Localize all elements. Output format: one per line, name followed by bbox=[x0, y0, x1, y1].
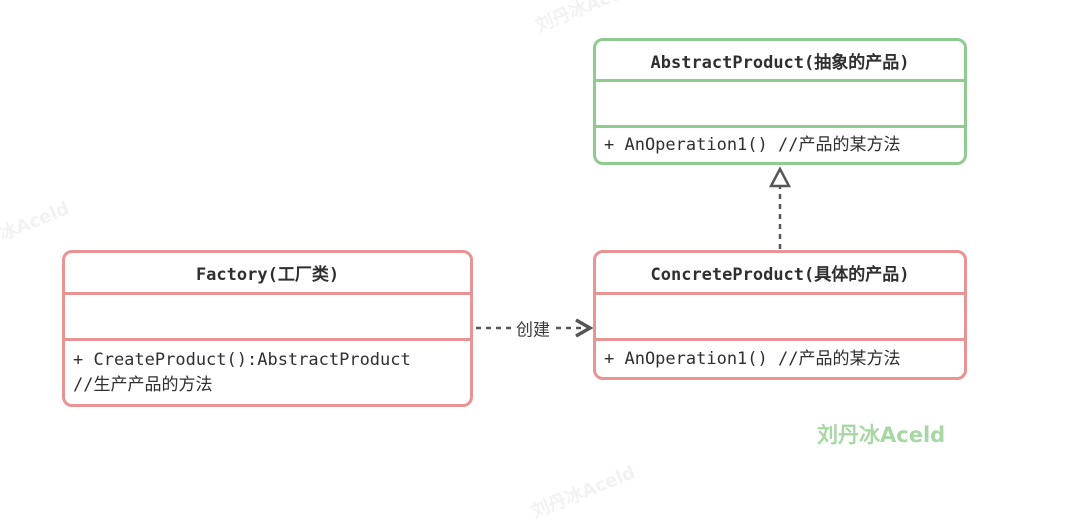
class-box-abstract-product: AbstractProduct(抽象的产品) + AnOperation1() … bbox=[593, 38, 967, 165]
class-title-concrete-product: ConcreteProduct(具体的产品) bbox=[596, 253, 964, 295]
realization-arrow bbox=[768, 166, 792, 249]
class-title-factory: Factory(工厂类) bbox=[65, 253, 470, 295]
class-method-factory-line1: + CreateProduct():AbstractProduct bbox=[73, 349, 411, 370]
class-box-concrete-product: ConcreteProduct(具体的产品) + AnOperation1() … bbox=[593, 250, 967, 380]
class-method-concrete-product: + AnOperation1() //产品的某方法 bbox=[604, 348, 901, 369]
class-method-abstract-product: + AnOperation1() //产品的某方法 bbox=[604, 134, 901, 155]
brand-watermark: 刘丹冰Aceld bbox=[817, 423, 946, 447]
faint-watermark-bottom: 刘丹冰Aceld bbox=[528, 462, 639, 523]
class-attributes-abstract-product bbox=[596, 82, 964, 128]
class-box-factory: Factory(工厂类) + CreateProduct():AbstractP… bbox=[62, 250, 473, 407]
faint-watermark-left: 刘丹冰Aceld bbox=[0, 198, 73, 259]
class-methods-factory: + CreateProduct():AbstractProduct //生产产品… bbox=[65, 341, 470, 404]
create-arrow-label: 创建 bbox=[513, 315, 553, 341]
class-method-factory-line2: //生产产品的方法 bbox=[73, 374, 213, 395]
class-attributes-factory bbox=[65, 295, 470, 341]
class-title-abstract-product: AbstractProduct(抽象的产品) bbox=[596, 41, 964, 82]
class-attributes-concrete-product bbox=[596, 295, 964, 341]
faint-watermark-top: 刘丹冰Aceld bbox=[532, 0, 643, 37]
